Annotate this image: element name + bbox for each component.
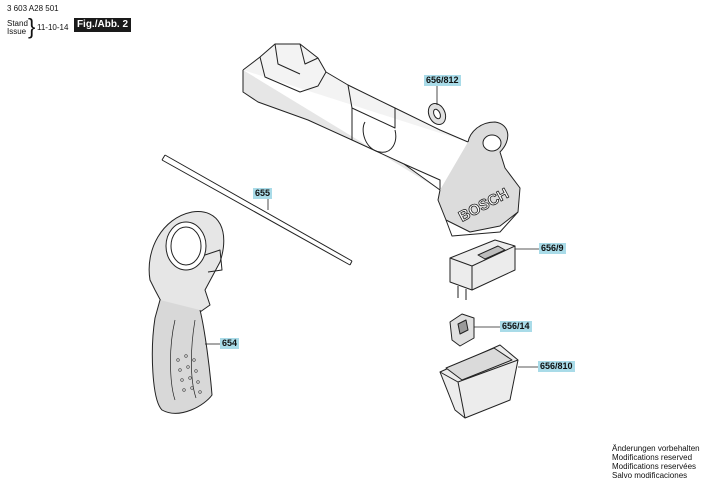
clip-holder-part [449,239,516,300]
callout-655: 655 [253,188,273,199]
stand-label: Stand [7,19,28,28]
notice-line: Salvo modificaciones [612,471,688,480]
dust-extraction-arm: BOSCH [242,43,521,237]
small-clip-part [449,313,475,347]
modification-notice: Änderungen vorbehalten Modifications res… [612,444,700,480]
figure-badge: Fig./Abb. 2 [74,18,131,32]
auxiliary-handle [148,211,225,414]
issue-label: Issue [7,27,27,36]
doc-number: 3 603 A28 501 [7,4,59,13]
callout-656-9: 656/9 [539,243,566,254]
header-brace: } [28,14,36,39]
notice-line: Änderungen vorbehalten [612,444,700,453]
notice-line: Modifications reserved [612,453,693,462]
depth-rod [161,154,353,266]
issue-date: 11-10-14 [37,23,69,32]
washer-part [427,102,447,126]
dust-container-part [439,344,519,419]
notice-line: Modifications reservées [612,462,697,471]
callout-656-812: 656/812 [424,75,461,86]
callout-656-810: 656/810 [538,361,575,372]
callout-654: 654 [220,338,240,349]
callout-656-14: 656/14 [500,321,532,332]
